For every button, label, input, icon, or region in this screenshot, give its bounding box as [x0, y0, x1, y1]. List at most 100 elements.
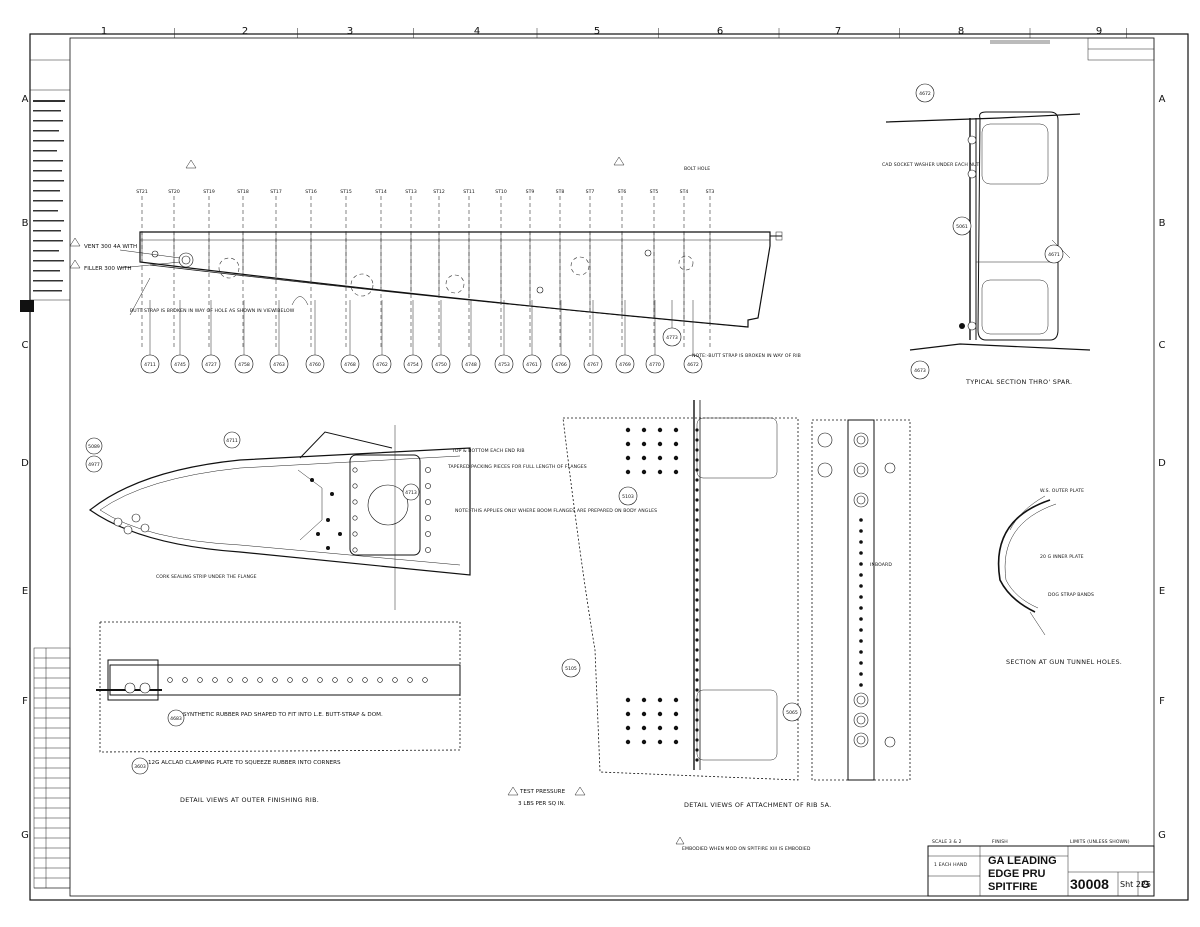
rivet: [859, 573, 863, 577]
part-balloon: [583, 354, 603, 374]
bolt-hole-inner: [856, 465, 866, 475]
rivet: [859, 650, 863, 654]
rivet: [695, 758, 699, 762]
rivet: [695, 578, 699, 582]
part-balloon-label: 4673: [914, 368, 926, 374]
rivet: [695, 478, 699, 482]
rivet: [695, 438, 699, 442]
rivet-hole: [425, 483, 431, 489]
rivet: [673, 725, 679, 731]
typical-section-caption: TYPICAL SECTION THRO' SPAR.: [965, 378, 1072, 386]
rivet: [657, 427, 663, 433]
revision-strip: [20, 59, 71, 889]
rivet: [641, 697, 647, 703]
rivet: [657, 455, 663, 461]
title-block: [927, 845, 1155, 897]
part-balloon: [683, 354, 703, 374]
inboard-label: INBOARD: [870, 562, 892, 568]
rivet: [641, 725, 647, 731]
bolt-hole: [817, 432, 833, 448]
rivet-hole: [377, 677, 383, 683]
grid-column-label: 5: [594, 26, 600, 37]
station-label: ST20: [168, 189, 180, 195]
rivet: [695, 488, 699, 492]
rivet: [326, 546, 330, 550]
rivet-hole: [227, 677, 233, 683]
part-balloon-label: 4753: [498, 362, 510, 368]
rivet: [695, 708, 699, 712]
station-label: ST10: [495, 189, 507, 195]
part-balloon: [305, 354, 325, 374]
attachment-caption: DETAIL VIEWS OF ATTACHMENT OF RIB 5A.: [684, 801, 831, 809]
station-label: ST18: [237, 189, 249, 195]
rivet: [673, 469, 679, 475]
rivet-hole: [197, 677, 203, 683]
rivet: [673, 711, 679, 717]
rivet: [695, 748, 699, 752]
grid-column-label: 7: [835, 26, 841, 37]
embodied-note: EMBODIED WHEN MOD ON SPITFIRE XIII IS EM…: [682, 846, 811, 852]
rivet: [859, 518, 863, 522]
rivet: [695, 648, 699, 652]
rivet: [859, 628, 863, 632]
rivet: [316, 532, 320, 536]
grid-row-label-right: F: [1159, 696, 1165, 707]
rivet: [657, 739, 663, 745]
rivet-hole: [302, 677, 308, 683]
part-balloon-label: 4713: [405, 490, 417, 496]
grid-row-label-right: B: [1159, 218, 1166, 229]
limits-label: LIMITS (UNLESS SHOWN): [1070, 839, 1130, 845]
grid-column-label: 1: [101, 26, 107, 37]
grid-row-label-right: E: [1159, 586, 1165, 597]
part-balloon-label: 4758: [238, 362, 250, 368]
rivet-hole: [182, 677, 188, 683]
grid-row-label: G: [21, 830, 29, 841]
station-label: ST9: [526, 189, 535, 195]
part-balloon-label: 4768: [344, 362, 356, 368]
station-label: ST7: [586, 189, 595, 195]
rivet: [695, 428, 699, 432]
rivet: [641, 427, 647, 433]
rivet: [859, 595, 863, 599]
part-balloon: [340, 354, 360, 374]
title-line-1: GA LEADING: [988, 855, 1057, 867]
part-balloon-label: 4672: [687, 362, 699, 368]
part-balloon: [372, 354, 392, 374]
rivet: [673, 441, 679, 447]
part-balloon-label: 4769: [619, 362, 631, 368]
bolt-hole: [884, 736, 896, 748]
part-balloon: [551, 354, 571, 374]
grid-row-label-right: G: [1158, 830, 1166, 841]
rivet: [695, 598, 699, 602]
rivet: [859, 551, 863, 555]
rivet: [695, 658, 699, 662]
part-balloon: [662, 327, 682, 347]
grid-column-label: 6: [717, 26, 723, 37]
part-balloon: [403, 354, 423, 374]
rivet: [625, 441, 631, 447]
grid-column-label: 4: [474, 26, 480, 37]
bolt-hole-inner: [856, 495, 866, 505]
part-balloon: [618, 486, 638, 506]
part-balloon-label: 4762: [376, 362, 388, 368]
rivet: [673, 455, 679, 461]
leading-edge-elevation: [69, 156, 783, 350]
rivet: [695, 678, 699, 682]
part-balloon-label: 4671: [1048, 252, 1060, 258]
scale-label: SCALE 3 & 2: [932, 839, 962, 845]
part-balloon-label: 4754: [407, 362, 419, 368]
rivet-hole: [352, 515, 358, 521]
grid-row-label-right: C: [1159, 340, 1166, 351]
rivet: [695, 628, 699, 632]
grid-column-label: 3: [347, 26, 353, 37]
rivet: [641, 711, 647, 717]
part-balloon-label: 5103: [622, 494, 634, 500]
rivet: [326, 518, 330, 522]
rivet: [338, 532, 342, 536]
part-balloon: [223, 431, 241, 449]
part-balloon: [431, 354, 451, 374]
